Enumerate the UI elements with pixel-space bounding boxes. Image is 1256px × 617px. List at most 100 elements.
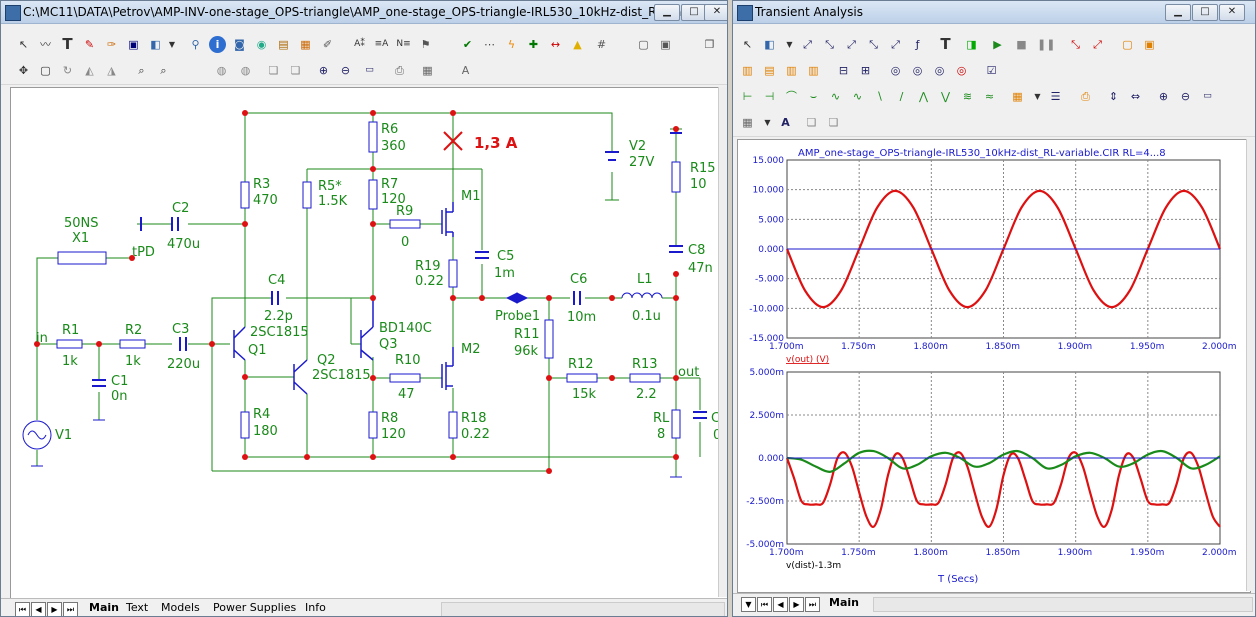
analysis-hscroll[interactable] — [873, 597, 1253, 612]
a-cursor-icon[interactable]: ⤡ — [1071, 38, 1080, 51]
help-icon[interactable]: ◙ — [234, 38, 245, 51]
a-scale3-icon[interactable]: ⤢ — [847, 38, 856, 51]
a-nav-first-icon[interactable]: ⏮ — [757, 597, 772, 612]
info-icon[interactable]: i — [209, 36, 226, 53]
zoom-in-icon[interactable]: ⊕ — [318, 64, 329, 77]
a-tool-8-icon[interactable]: ◎ — [912, 64, 923, 77]
a-nav-last-icon[interactable]: ⏭ — [805, 597, 820, 612]
a-wave-11-icon[interactable]: ≋ — [962, 90, 973, 103]
a-scale6-icon[interactable]: ƒ — [915, 38, 920, 51]
a-tool-1-icon[interactable]: ▥ — [742, 64, 753, 77]
a-tool-3-icon[interactable]: ▥ — [786, 64, 797, 77]
stop-icon[interactable]: ■ — [1016, 38, 1027, 51]
plot-canvas[interactable]: AMP_one-stage_OPS-triangle-IRL530_10kHz-… — [737, 139, 1251, 593]
a-font-icon[interactable]: A — [781, 116, 790, 129]
wire-icon[interactable]: 〰 — [40, 38, 51, 51]
a-wave-9-icon[interactable]: ⋀ — [918, 90, 929, 103]
a-scale2-icon[interactable]: ⤡ — [825, 38, 834, 51]
a-zoom-fit-icon[interactable]: ▭ — [1203, 91, 1212, 101]
cross-icon[interactable]: ✚ — [528, 38, 539, 51]
a-box-icon[interactable]: ▢ — [1122, 38, 1133, 51]
schematic-canvas[interactable]: 50NS X1 tPD C2 470u R3 470 R6 360 R5* 1.… — [10, 87, 727, 599]
panels-icon[interactable]: ▦ — [422, 64, 433, 77]
component-icon[interactable]: ▣ — [128, 38, 139, 51]
a-scale-icon[interactable]: ⤢ — [803, 38, 812, 51]
a-text-icon[interactable]: T — [940, 35, 951, 53]
a-tool-2-icon[interactable]: ▤ — [764, 64, 775, 77]
a-cursor2-icon[interactable]: ⤢ — [1093, 38, 1102, 51]
pause-circle-icon[interactable]: ◍ — [240, 64, 251, 77]
a-props-icon[interactable]: ◨ — [966, 38, 977, 51]
flip-v-icon[interactable]: ◮ — [107, 64, 116, 77]
select-icon[interactable]: ↖ — [18, 38, 29, 51]
a-tool-5-icon[interactable]: ⊟ — [838, 64, 849, 77]
nav-last-icon[interactable]: ⏭ — [63, 602, 78, 616]
a-chevron-icon[interactable]: ▼ — [786, 40, 793, 49]
check-icon[interactable]: ✔ — [462, 38, 473, 51]
component-menu-icon[interactable]: ◧ — [150, 38, 161, 51]
a-chevron3-icon[interactable]: ▼ — [764, 118, 771, 127]
a-wave-2-icon[interactable]: ⊣ — [764, 90, 775, 103]
brush-icon[interactable]: ✑ — [106, 38, 117, 51]
find-next-icon[interactable]: ⌕ — [160, 64, 167, 77]
grid-toggle-icon[interactable]: # — [596, 38, 607, 51]
page2-icon[interactable]: ▣ — [660, 38, 671, 51]
zoom-fit-icon[interactable]: ▭ — [365, 65, 374, 75]
a-nav-prev-icon[interactable]: ◀ — [773, 597, 788, 612]
a-wave-13-icon[interactable]: ▦ — [1012, 90, 1023, 103]
text-icon[interactable]: T — [62, 35, 73, 53]
chevron-down-icon[interactable]: ▼ — [168, 40, 176, 49]
table-icon[interactable]: ▦ — [300, 38, 311, 51]
pin-icon[interactable]: ⚲ — [191, 38, 200, 51]
a-tool-6-icon[interactable]: ⊞ — [860, 64, 871, 77]
nav-first-icon[interactable]: ⏮ — [15, 602, 30, 616]
run-icon[interactable]: ▶ — [993, 38, 1002, 51]
zoom-out-icon[interactable]: ⊖ — [340, 64, 351, 77]
a-wave-10-icon[interactable]: ⋁ — [940, 90, 951, 103]
a-select-icon[interactable]: ↖ — [742, 38, 753, 51]
font-icon[interactable]: A — [461, 64, 470, 77]
analysis-minimize-button[interactable]: ▁ — [1165, 4, 1191, 21]
a-layers2-icon[interactable]: ❏ — [828, 116, 839, 129]
warning-icon[interactable]: ▲ — [573, 38, 582, 51]
analysis-maximize-button[interactable]: □ — [1192, 4, 1218, 21]
schematic-hscroll[interactable] — [441, 602, 725, 616]
a-panels-icon[interactable]: ▦ — [742, 116, 753, 129]
attr-icon-3[interactable]: N≡ — [396, 39, 411, 49]
find-icon[interactable]: ⌕ — [138, 64, 145, 77]
a-wave-7-icon[interactable]: ∖ — [875, 90, 883, 103]
flag-icon[interactable]: ⚑ — [420, 38, 431, 51]
nav-prev-icon[interactable]: ◀ — [31, 602, 46, 616]
a-wave-12-icon[interactable]: ≈ — [984, 90, 995, 103]
pause-icon[interactable]: ❚❚ — [1037, 38, 1056, 51]
close-button[interactable]: ✕ — [704, 4, 727, 21]
lightning-icon[interactable]: ϟ — [507, 38, 516, 51]
tab-models[interactable]: Models — [161, 601, 200, 614]
a-fit-icon[interactable]: ⇕ — [1108, 90, 1119, 103]
tab-power-supplies[interactable]: Power Supplies — [213, 601, 297, 614]
a-tool-9-icon[interactable]: ◎ — [934, 64, 945, 77]
stop-circle-icon[interactable]: ◍ — [216, 64, 227, 77]
link-icon[interactable]: ↔ — [550, 38, 561, 51]
a-fit2-icon[interactable]: ⇔ — [1130, 90, 1141, 103]
a-wave-4-icon[interactable]: ⌣ — [809, 90, 818, 103]
box-icon[interactable]: ▢ — [40, 64, 51, 77]
a-scale5-icon[interactable]: ⤢ — [891, 38, 900, 51]
a-wave-5-icon[interactable]: ∿ — [830, 90, 841, 103]
attr-icon-1[interactable]: A⁑ — [354, 39, 365, 49]
a-print-icon[interactable]: ⎙ — [1081, 90, 1090, 103]
a-list-icon[interactable]: ☰ — [1050, 90, 1061, 103]
nav-next-icon[interactable]: ▶ — [47, 602, 62, 616]
a-component-icon[interactable]: ◧ — [764, 38, 775, 51]
layers2-icon[interactable]: ❏ — [290, 64, 301, 77]
rotate-icon[interactable]: ↻ — [62, 64, 73, 77]
schematic-vscroll[interactable] — [718, 87, 727, 597]
a-layers-icon[interactable]: ❏ — [806, 116, 817, 129]
print-icon[interactable]: ⎙ — [395, 64, 404, 77]
dots-icon[interactable]: ⋯ — [484, 38, 495, 51]
a-nav-next-icon[interactable]: ▶ — [789, 597, 804, 612]
a-tool-11-icon[interactable]: ☑ — [986, 64, 997, 77]
grid-icon[interactable]: ▤ — [278, 38, 289, 51]
tab-main[interactable]: Main — [89, 601, 119, 614]
flip-h-icon[interactable]: ◭ — [85, 64, 94, 77]
